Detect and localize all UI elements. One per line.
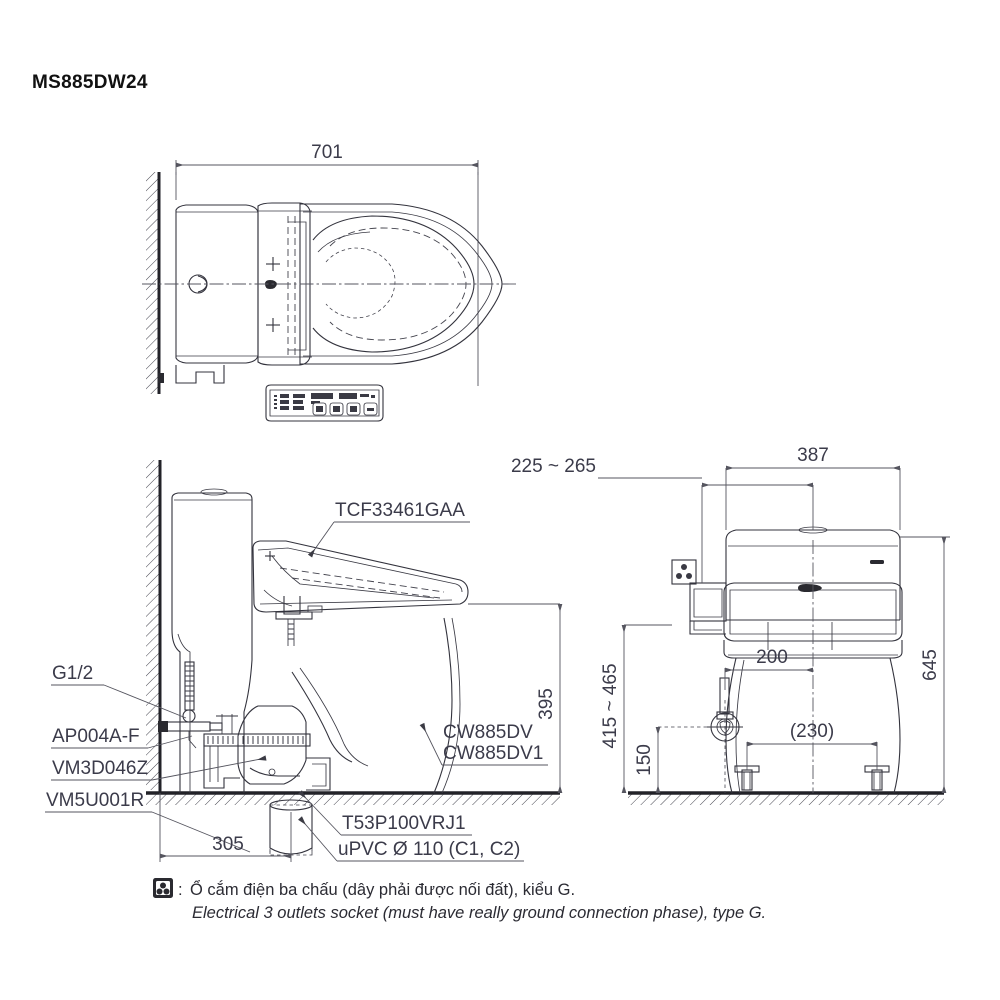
label-drain-pipe: uPVC Ø 110 (C1, C2) [298,816,524,862]
dimension-supply-center-value: 200 [756,647,788,668]
dimension-supply-offset-value: 225 ~ 265 [511,456,596,477]
dimension-overall-width: 387 [725,445,901,530]
dimension-socket-height-value: 415 ~ 465 [600,663,621,748]
label-water-supply-text: G1/2 [52,663,93,684]
legend-separator: : [178,881,183,899]
floor-hatch-side [146,791,560,805]
dimension-supply-elev: 150 [634,726,712,793]
label-washlet: TCF33461GAA [307,500,470,558]
dimension-socket-height: 415 ~ 465 [600,624,672,793]
legend-note: : Ổ cắm điện ba chấu (dây phải được nối … [153,878,766,922]
electrical-socket-icon [153,878,173,898]
legend-vietnamese-text: Ổ cắm điện ba chấu (dây phải được nối đấ… [190,880,575,899]
washlet-side-outline [252,540,469,646]
dimension-bolt-spacing-value: (230) [790,721,834,742]
wall-hatch-top [146,172,161,394]
dimension-overall-height: 645 [900,536,950,793]
washlet-mounting-marks [266,257,280,332]
wall-hatch-side [146,460,162,793]
top-plan-view: 701 [142,142,516,422]
page-title: MS885DW24 [32,72,148,93]
label-floor-flange-text: T53P100VRJ1 [342,813,466,834]
dimension-overall-width-value: 387 [797,445,829,466]
dimension-overall-height-value: 645 [920,649,941,681]
legend-english-text: Electrical 3 outlets socket (must have r… [192,904,766,922]
dimension-overall-depth: 701 [175,142,479,386]
label-part-vm5u-text: VM5U001R [46,790,144,811]
dimension-seat-height-value: 395 [536,688,557,720]
label-water-supply: G1/2 [51,663,187,719]
side-section-view: TCF33461GAA CW885DV CW885DV1 G1/2 AP004A… [45,460,563,862]
base-bolts-front [734,765,890,791]
label-part-vm3d: VM3D046Z [51,755,267,781]
label-floor-flange: T53P100VRJ1 [298,790,472,836]
supply-box-front [689,582,727,635]
tank-plan-outline [158,204,259,384]
control-panel-top [265,384,384,422]
tank-side-outline [171,488,253,793]
floor-hatch-front [628,791,944,805]
label-bowl-2-text: CW885DV1 [443,743,543,764]
bowl-side-outline [243,617,461,794]
dimension-overall-depth-value: 701 [311,142,343,163]
washlet-plan-body [257,202,312,366]
dimension-supply-center: 200 [724,647,813,690]
label-part-vm5u: VM5U001R [45,790,251,853]
bowl-front-outline [725,657,901,794]
supply-angle-valve [158,661,223,749]
dimension-rough-in-value: 305 [212,834,244,855]
label-bowl: CW885DV CW885DV1 [419,722,548,766]
label-angle-valve-text: AP004A-F [52,726,140,747]
dimension-seat-height: 395 [468,603,563,793]
dimension-supply-elev-value: 150 [634,744,655,776]
label-washlet-text: TCF33461GAA [335,500,465,521]
tank-bolts-hidden [767,622,833,650]
flush-valve-assembly [203,705,331,791]
label-bowl-1-text: CW885DV [443,722,533,743]
label-drain-pipe-text: uPVC Ø 110 (C1, C2) [338,839,520,860]
dimension-supply-offset: 225 ~ 265 [511,456,814,583]
front-elevation-view: 225 ~ 265 387 415 ~ 465 645 [511,445,950,805]
electrical-socket-front [671,559,697,585]
dimension-rough-in: 305 [159,793,292,862]
dimension-bolt-spacing: (230) [746,721,878,770]
label-angle-valve: AP004A-F [51,726,193,749]
label-part-vm3d-text: VM3D046Z [52,758,148,779]
